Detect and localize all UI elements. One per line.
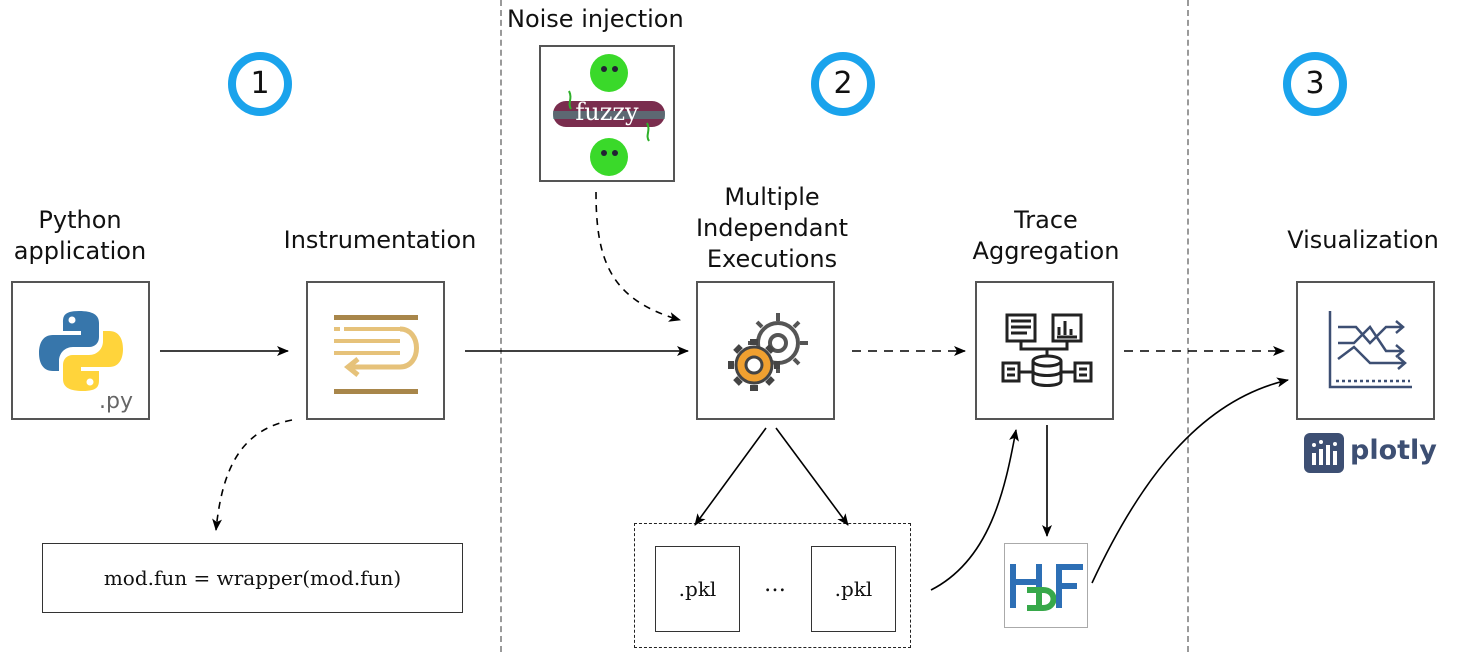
- noise-injection-title: Noise injection: [507, 5, 684, 33]
- visualization-box: [1296, 281, 1435, 420]
- python-logo-icon: [39, 311, 123, 391]
- hdf-logo-icon: [1010, 564, 1083, 611]
- aggregation-icon: [1001, 313, 1093, 387]
- hdf-box: HDF: [1004, 543, 1088, 628]
- step-3-badge: 3: [1283, 52, 1347, 116]
- gears-icon: [728, 313, 808, 391]
- arrow-executions-to-pkl-1: [694, 427, 767, 526]
- instrumentation-icon: [334, 315, 419, 394]
- visualization-label: Visualization: [1287, 226, 1439, 254]
- instrumentation-box: [306, 281, 445, 420]
- executions-box: [696, 281, 835, 420]
- plotly-logo-text: plotly: [1350, 435, 1437, 466]
- executions-label: Multiple Independant Executions: [695, 183, 849, 273]
- chart-icon: [1328, 311, 1412, 389]
- pkl-ellipsis: …: [764, 572, 786, 597]
- arrow-pkl-to-aggregation: [930, 429, 1019, 591]
- step-1-badge: 1: [228, 52, 292, 116]
- arrow-hdf-to-visualization: [1091, 377, 1289, 584]
- trace-aggregation-label: Trace Aggregation: [972, 206, 1120, 265]
- section-divider-1: [500, 0, 502, 652]
- python-application-label: Python application: [13, 206, 147, 265]
- py-extension-label: .py: [99, 389, 133, 414]
- section-divider-2: [1187, 0, 1189, 652]
- arrow-instrumentation-to-wrapper: [212, 419, 293, 531]
- plotly-logo: plotly: [1304, 433, 1444, 473]
- arrow-noise-to-executions: [595, 191, 681, 322]
- aggregation-box: [975, 281, 1114, 420]
- fuzzy-box: fuzzy: [539, 45, 675, 182]
- pkl-file-2: .pkl: [811, 546, 896, 632]
- pkl-file-1: .pkl: [655, 546, 740, 632]
- fuzzy-logo-text: fuzzy: [575, 98, 639, 126]
- fuzzy-logo-icon: [553, 54, 665, 176]
- arrow-executions-to-pkl-2: [775, 427, 849, 526]
- python-app-box: .py: [11, 281, 150, 420]
- step-2-badge: 2: [811, 52, 875, 116]
- instrumentation-label: Instrumentation: [283, 226, 477, 254]
- wrapper-code-box: mod.fun = wrapper(mod.fun): [42, 543, 463, 613]
- plotly-mark-icon: [1304, 433, 1344, 473]
